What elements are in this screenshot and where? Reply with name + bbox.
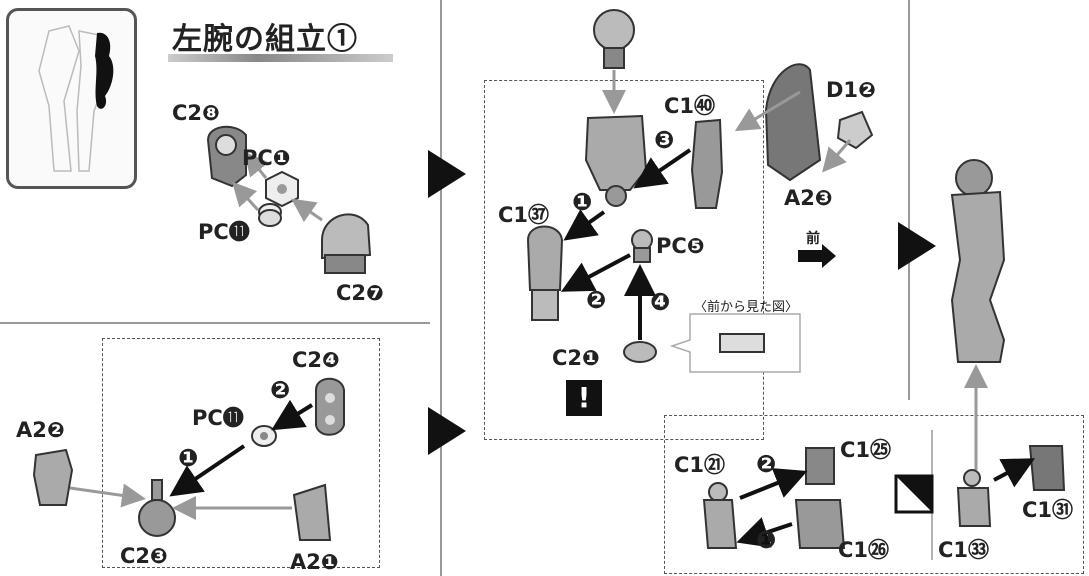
part-pc-5-icon — [631, 229, 653, 263]
part-c1-26-icon — [794, 499, 846, 549]
subassembly-box-hand — [664, 415, 1084, 574]
front-view-note: 〈前から見た図〉 — [694, 300, 799, 315]
part-pc-11-icon — [258, 203, 282, 227]
part-assembled-arm-icon — [950, 159, 1006, 363]
part-upper-arm-icon — [584, 114, 648, 207]
step-1-hand: ❶ — [756, 526, 777, 554]
label-c2-4: C2❹ — [292, 348, 340, 372]
label-pc-11b: PC⓫ — [192, 406, 244, 430]
step-2-hand: ❷ — [756, 450, 777, 478]
label-c2-1: C2❶ — [552, 346, 600, 370]
label-c1-31: C1㉛ — [1022, 498, 1074, 522]
step-2-top: ❷ — [586, 286, 607, 314]
part-c2-7-icon — [321, 213, 372, 274]
part-pc-11b-icon — [251, 425, 277, 447]
flow-arrow-3 — [898, 222, 936, 270]
label-c2-7: C2❼ — [336, 281, 384, 305]
label-a2-2: A2❷ — [16, 418, 65, 442]
title-underline — [168, 54, 393, 62]
label-c1-21: C1㉑ — [674, 453, 726, 477]
warning-icon: ! — [566, 380, 602, 416]
front-view-callout — [669, 313, 801, 373]
part-a2-2-icon — [32, 448, 74, 506]
label-c2-3: C2❸ — [120, 544, 168, 568]
figure-silhouette-icon — [38, 25, 114, 172]
step-1-lower: ❶ — [178, 444, 199, 472]
part-c1-37-icon — [526, 225, 564, 321]
front-direction-arrow-icon — [798, 244, 836, 268]
divider-vertical-right — [908, 0, 910, 400]
label-d1-2: D1❷ — [826, 78, 876, 102]
step-3-top: ❸ — [654, 126, 675, 154]
label-pc-11: PC⓫ — [198, 220, 250, 244]
part-c1-33-icon — [956, 469, 992, 527]
part-c2-1-icon — [623, 341, 657, 363]
front-direction-label: 前 — [806, 231, 820, 247]
part-c1-31-icon — [1028, 445, 1066, 491]
label-pc-5: PC❺ — [656, 234, 705, 258]
part-c2-4-icon — [315, 377, 345, 436]
part-c1-40-icon — [690, 118, 724, 209]
label-a2-1: A2❶ — [290, 550, 339, 574]
step-4-top: ❹ — [650, 288, 671, 316]
part-ball-joint-icon — [593, 9, 635, 69]
option-symbol-icon — [894, 474, 934, 514]
step-2-lower: ❷ — [270, 376, 291, 404]
part-c1-25-icon — [805, 447, 835, 485]
part-d1-2-icon — [764, 63, 822, 182]
subassembly-box-center — [484, 80, 764, 440]
part-c2-8-icon — [206, 125, 247, 188]
label-c1-25: C1㉕ — [840, 438, 892, 462]
part-c2-3-icon — [138, 479, 176, 537]
step-1-top: ❶ — [572, 188, 593, 216]
part-a2-1-icon — [292, 483, 332, 541]
label-a2-3: A2❸ — [784, 186, 833, 210]
page-title: 左腕の組立① — [172, 22, 358, 57]
label-c2-8: C2❽ — [172, 101, 220, 125]
label-c1-37: C1㊲ — [498, 203, 550, 227]
label-c1-26: C1㉖ — [838, 538, 890, 562]
reference-thumbnail — [6, 8, 137, 189]
label-c1-40: C1㊵ — [664, 94, 716, 118]
label-pc-1: PC❶ — [242, 146, 291, 170]
part-a2-3-icon — [836, 110, 874, 150]
divider-vertical-left — [440, 0, 442, 576]
subassembly-box-lower-left — [102, 338, 380, 568]
flow-arrow-1 — [428, 150, 466, 198]
part-pc-1-icon — [265, 170, 299, 208]
flow-arrow-2 — [428, 407, 466, 455]
label-c1-33: C1㉝ — [938, 538, 990, 562]
divider-left-horizontal — [0, 322, 430, 324]
part-c1-21-icon — [702, 482, 738, 549]
